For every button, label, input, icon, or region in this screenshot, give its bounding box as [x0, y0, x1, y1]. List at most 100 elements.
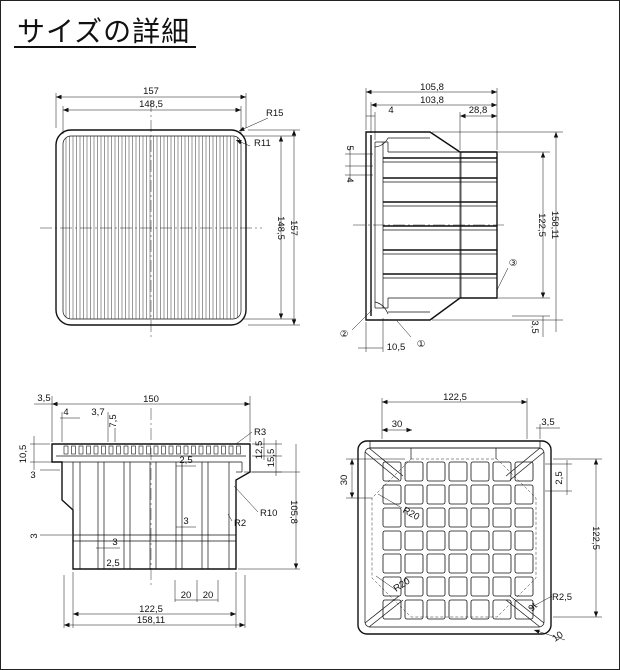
side-dim-1058: 105,8 [420, 82, 444, 93]
section-dim-r10: R10 [260, 508, 277, 519]
top-dim-r15: R15 [266, 108, 283, 119]
section-tooth [101, 445, 106, 455]
bottom-grid-cell [492, 599, 512, 620]
top-grate-stripes [65, 136, 238, 319]
section-tooth [138, 445, 144, 455]
bottom-grid-cell [492, 576, 512, 597]
bottom-grid-cell [382, 530, 402, 551]
section-tooth [198, 445, 204, 455]
callout-3: ③ [509, 258, 518, 269]
bottom-grid-cell [514, 461, 534, 482]
bottom-grid-cell [514, 507, 534, 528]
section-tooth [146, 445, 151, 455]
bottom-corner-braces [364, 447, 545, 628]
section-tooth [228, 445, 234, 455]
bottom-grid-cell [426, 553, 446, 574]
bottom-grid-cell [404, 530, 424, 551]
bottom-grid-cell [404, 553, 424, 574]
bottom-dim-1225-h: 122,5 [590, 526, 601, 550]
section-dim-20a: 20 [181, 590, 192, 601]
side-view: 105,8 103,8 4 28,8 5 4 122,5 158,11 3,5 [340, 82, 563, 353]
page-title: サイズの詳細 [17, 16, 191, 47]
section-dim-155: 15,5 [266, 449, 277, 468]
section-tooth [93, 445, 99, 455]
bottom-grid-cell [448, 507, 468, 528]
section-tooth [183, 445, 189, 455]
bottom-dimensions: 122,5 30 3,5 30 2,5 R20 122,5 R20 R2,5 9… [339, 392, 602, 644]
bottom-grid-cell [514, 484, 534, 505]
top-dim-1485-w: 148,5 [139, 99, 163, 110]
section-tooth [176, 445, 181, 455]
top-centerlines [40, 100, 262, 338]
section-tooth [236, 445, 241, 455]
section-dim-105: 10,5 [18, 445, 29, 464]
bottom-grid-cell [426, 530, 446, 551]
bottom-grid-cell [514, 530, 534, 551]
bottom-grid-cell [448, 553, 468, 574]
section-tooth [206, 445, 211, 455]
section-dim-3c: 3 [112, 537, 117, 548]
side-dim-1038: 103,8 [420, 95, 444, 106]
top-view: 157 148,5 R15 R11 148,5 157 [40, 86, 300, 338]
side-dim-4: 4 [388, 105, 393, 116]
bottom-grid-cell [448, 461, 468, 482]
bottom-grid-cell [492, 530, 512, 551]
side-dim-105: 10,5 [387, 342, 406, 353]
section-tooth [221, 445, 226, 455]
section-dim-20b: 20 [203, 590, 214, 601]
bottom-grid-cell [514, 576, 534, 597]
section-tooth [71, 445, 76, 455]
bottom-grid-cell [470, 461, 490, 482]
bottom-dim-1225-w: 122,5 [443, 392, 467, 403]
bottom-grid-cell [448, 576, 468, 597]
bottom-grid-cell [404, 484, 424, 505]
bottom-grid-cell [382, 507, 402, 528]
section-view: 150 3,5 4 3,7 7,5 R3 12,5 15,5 10,5 3 [18, 393, 300, 628]
bottom-grid-cell [470, 576, 490, 597]
bottom-grid-cell [448, 530, 468, 551]
bottom-grid-cell [470, 599, 490, 620]
bottom-grid-cell [492, 461, 512, 482]
bottom-grid-cell [448, 599, 468, 620]
side-dim-4b: 4 [344, 177, 355, 182]
section-dim-15811: 158,11 [137, 615, 165, 626]
bottom-grid-cell [426, 599, 446, 620]
top-dim-157-h: 157 [288, 220, 299, 236]
side-dim-288: 28,8 [469, 105, 488, 116]
bottom-dim-r20b: R20 [392, 576, 413, 595]
bottom-dim-r25: R2,5 [552, 592, 572, 603]
section-dim-3d: 3 [183, 516, 188, 527]
bottom-dim-gt-label: 9t [526, 600, 540, 614]
title-underline [14, 46, 196, 48]
callout-1: ① [417, 339, 426, 350]
bottom-grid-cell [426, 484, 446, 505]
bottom-grid-cell [514, 553, 534, 574]
section-tooth [63, 445, 69, 455]
section-dim-25b: 2,5 [106, 558, 119, 569]
bottom-grid-cell [492, 553, 512, 574]
bottom-grid-cell [382, 484, 402, 505]
bottom-grid-cell [470, 530, 490, 551]
bottom-outline [357, 440, 552, 635]
section-dim-4: 4 [63, 407, 68, 418]
section-tooth [168, 445, 174, 455]
section-ribs [97, 462, 209, 569]
side-dim-1225: 122,5 [536, 213, 547, 237]
section-tooth [86, 445, 91, 455]
section-dim-25a: 2,5 [179, 455, 192, 466]
section-tooth [123, 445, 129, 455]
section-dim-r2: R2 [234, 518, 246, 529]
section-dim-75: 7,5 [108, 414, 119, 427]
section-tooth [161, 445, 166, 455]
bottom-dim-30b: 30 [339, 475, 350, 486]
section-tooth [191, 445, 196, 455]
section-tooth [213, 445, 219, 455]
bottom-dim-30a: 30 [392, 419, 403, 430]
section-tooth [108, 445, 114, 455]
top-dim-1485-h: 148,5 [275, 216, 286, 240]
bottom-dim-10: 10 [550, 629, 565, 644]
section-dim-35: 3,5 [37, 393, 50, 404]
bottom-grid-cell [470, 507, 490, 528]
bottom-grid-cell [382, 576, 402, 597]
